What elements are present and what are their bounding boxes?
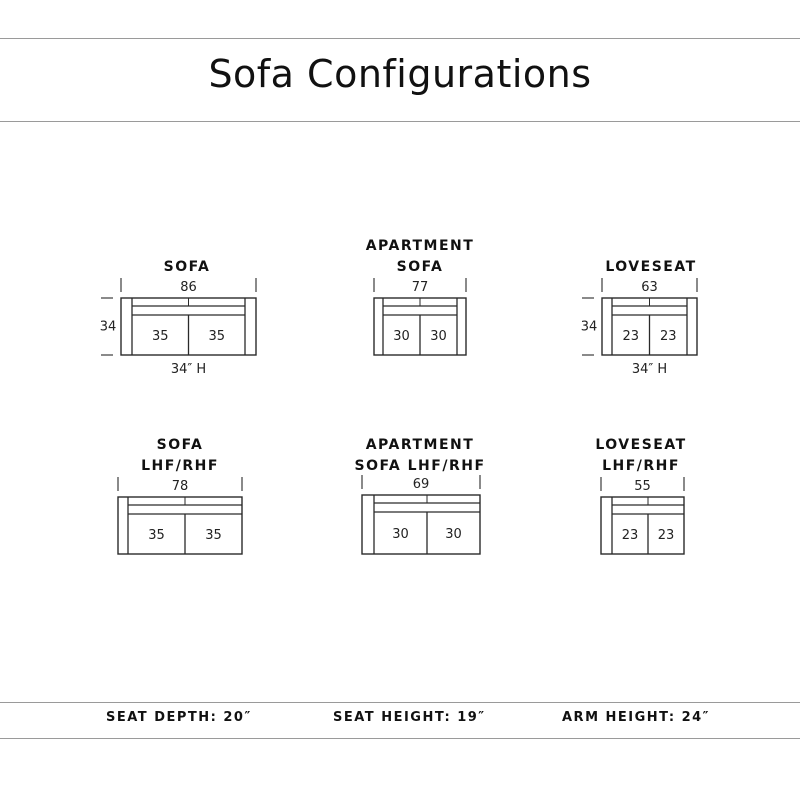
sofa-outline <box>600 496 685 555</box>
height-label: 34″ H <box>632 362 667 377</box>
sofa-outline <box>117 496 243 555</box>
top-rule <box>0 38 800 39</box>
overall-width-label: 86 <box>180 280 197 295</box>
spec-seat-depth: SEAT DEPTH: 20″ <box>106 710 252 725</box>
label-apartment-sofa: APARTMENT SOFA <box>320 236 520 278</box>
seat-width-label: 23 <box>660 329 677 344</box>
label-line: LOVESEAT <box>605 259 697 275</box>
spec-arm-height: ARM HEIGHT: 24″ <box>562 710 710 725</box>
label-line: SOFA <box>396 259 444 275</box>
page-title: Sofa Configurations <box>208 52 592 96</box>
overall-width-label: 55 <box>634 479 651 494</box>
seat-width-label: 35 <box>152 329 169 344</box>
sofa-diagram-sofa-lhf-rhf: 35 35 78 <box>117 477 243 555</box>
seat-width-label: 35 <box>205 528 222 543</box>
label-line: APARTMENT <box>365 437 475 453</box>
label-line: SOFA LHF/RHF <box>354 458 486 474</box>
seat-width-label: 30 <box>392 527 409 542</box>
seat-width-label: 23 <box>658 528 675 543</box>
label-sofa: SOFA <box>87 257 287 278</box>
label-line: LOVESEAT <box>595 437 687 453</box>
seat-width-label: 23 <box>622 329 639 344</box>
label-loveseat-lhf-rhf: LOVESEAT LHF/RHF <box>541 435 741 477</box>
overall-width-label: 69 <box>413 477 430 492</box>
overall-width-label: 78 <box>172 479 189 494</box>
depth-label: 34 <box>100 320 117 335</box>
seat-width-label: 30 <box>430 329 447 344</box>
label-line: SOFA <box>163 259 211 275</box>
label-line: APARTMENT <box>365 238 475 254</box>
seat-width-label: 35 <box>208 329 225 344</box>
height-label: 34″ H <box>171 362 206 377</box>
title-bottom-rule <box>0 121 800 122</box>
seat-width-label: 23 <box>622 528 639 543</box>
label-sofa-lhf-rhf: SOFA LHF/RHF <box>80 435 280 477</box>
specs-bottom-rule <box>0 738 800 739</box>
seat-width-label: 35 <box>148 528 165 543</box>
sofa-outline <box>361 494 481 555</box>
label-apartment-sofa-lhf-rhf: APARTMENT SOFA LHF/RHF <box>320 435 520 477</box>
label-line: SOFA <box>156 437 204 453</box>
specs-top-rule <box>0 702 800 703</box>
overall-width-label: 77 <box>412 280 429 295</box>
sofa-diagram-apartment-sofa-lhf-rhf: 30 30 69 <box>361 475 481 555</box>
sofa-diagram-apartment-sofa: 30 30 77 <box>373 278 467 356</box>
sofa-diagram-sofa: 35 35 86 34 34″ H <box>100 278 257 377</box>
spec-seat-height: SEAT HEIGHT: 19″ <box>333 710 486 725</box>
depth-label: 34 <box>581 320 598 335</box>
sofa-diagram-loveseat: 23 23 63 34 34″ H <box>581 278 698 377</box>
label-line: LHF/RHF <box>602 458 680 474</box>
seat-width-label: 30 <box>445 527 462 542</box>
overall-width-label: 63 <box>641 280 658 295</box>
label-line: LHF/RHF <box>141 458 219 474</box>
sofa-diagram-loveseat-lhf-rhf: 23 23 55 <box>600 477 685 555</box>
label-loveseat: LOVESEAT <box>551 257 751 278</box>
seat-width-label: 30 <box>393 329 410 344</box>
